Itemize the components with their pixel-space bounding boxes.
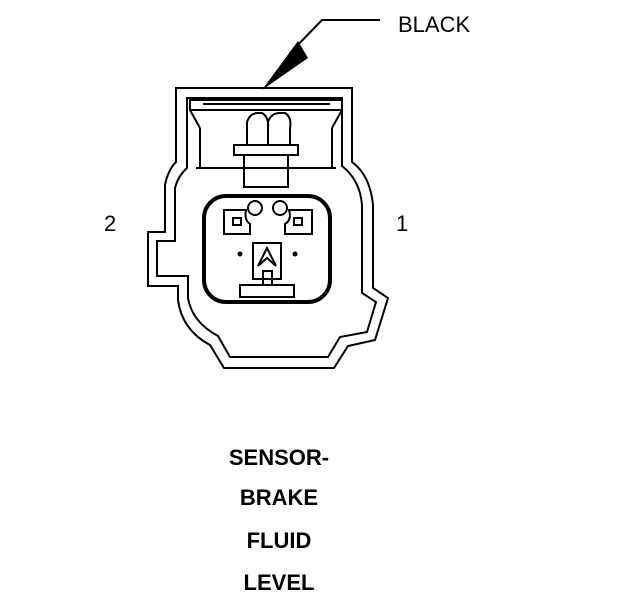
pin-number-left: 2 (104, 211, 116, 236)
pin-dot-left (237, 251, 243, 257)
socket-cavity (202, 194, 332, 304)
pin-dot-right (292, 251, 298, 257)
connector-housing (147, 87, 390, 369)
caption-line-1: SENSOR- (229, 445, 329, 470)
caption-line-4: LEVEL (244, 570, 315, 595)
caption-line-3: FLUID (247, 528, 312, 553)
latch-tab (189, 99, 343, 188)
caption: SENSOR- BRAKE FLUID LEVEL (229, 445, 329, 595)
terminal-1 (272, 200, 313, 235)
callout-label-black: BLACK (398, 12, 470, 37)
callout-leader (262, 19, 380, 90)
terminal-2 (223, 200, 263, 235)
polarizing-key (239, 242, 295, 298)
pin-number-right: 1 (396, 211, 408, 236)
caption-line-2: BRAKE (240, 485, 318, 510)
